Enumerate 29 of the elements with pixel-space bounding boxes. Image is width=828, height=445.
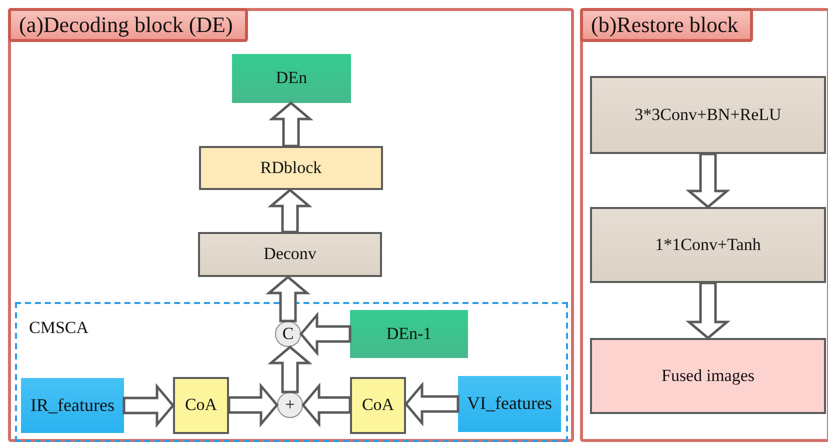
- attention-box: CoA: [173, 377, 229, 434]
- block-arrow: [404, 382, 460, 426]
- block-arrow: [686, 152, 730, 209]
- block-arrow: [266, 275, 310, 322]
- operator-circle: +: [277, 392, 303, 418]
- block-arrow: [228, 382, 279, 428]
- block-arrow: [268, 345, 312, 394]
- group-label: CMSCA: [29, 318, 89, 338]
- panel-heading: (a)Decoding block (DE): [8, 8, 248, 42]
- process-box: RDblock: [199, 146, 383, 190]
- output-box: DEn: [232, 54, 351, 103]
- input-box: VI_features: [458, 376, 561, 432]
- process-box: Deconv: [198, 232, 382, 277]
- block-arrow: [122, 383, 175, 428]
- attention-box: CoA: [350, 377, 406, 434]
- output-box: Fused images: [590, 338, 826, 414]
- block-arrow: [268, 188, 312, 234]
- process-box: 3*3Conv+BN+ReLU: [590, 76, 826, 154]
- panel-heading: (b)Restore block: [580, 8, 754, 42]
- panel-frame: [8, 8, 574, 442]
- process-box: 1*1Conv+Tanh: [590, 207, 826, 283]
- block-arrow: [686, 282, 730, 340]
- output-box: DEn-1: [350, 310, 468, 358]
- block-arrow: [301, 382, 352, 428]
- block-arrow: [299, 312, 352, 356]
- panel-frame: [580, 8, 828, 442]
- block-arrow: [268, 101, 314, 148]
- input-box: IR_features: [21, 378, 124, 433]
- operator-circle: C: [275, 321, 301, 347]
